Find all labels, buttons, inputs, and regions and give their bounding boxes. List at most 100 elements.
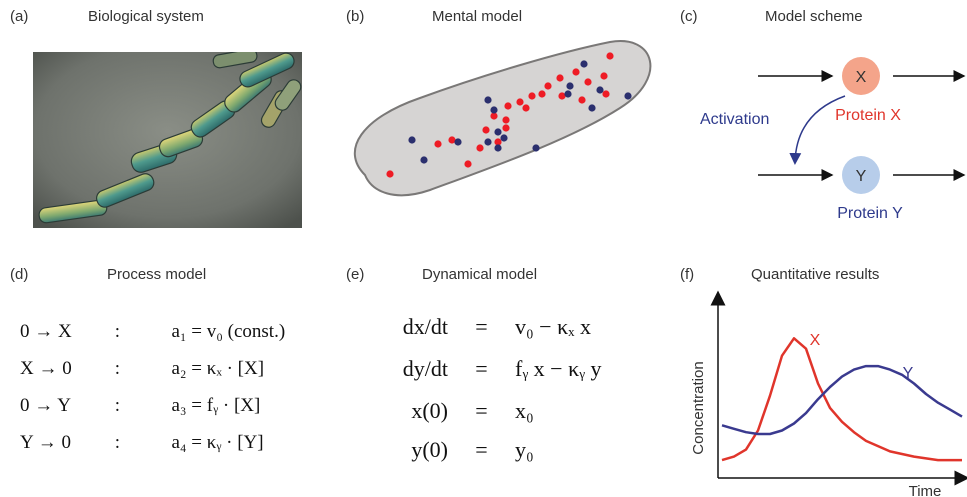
panel-d-title: Process model [107, 266, 207, 283]
equals: = [475, 398, 488, 423]
panel-c-label: (c) [680, 8, 698, 25]
reaction: X → 0 [20, 358, 72, 379]
panel-a-title: Biological system [88, 8, 204, 25]
activation-label: Activation [700, 111, 769, 128]
series-line-x [721, 337, 962, 462]
panel-b-label: (b) [346, 8, 365, 25]
process-row: 0 → Y : a₃ = fᵧ · [X] [20, 395, 260, 417]
rate-law: a₁ = v₀ (const.) [171, 321, 286, 342]
protein-x-dot [602, 90, 610, 98]
activation-arrow [789, 95, 846, 165]
process-row: 0 → X : a₁ = v₀ (const.) [20, 321, 285, 343]
equation-lhs: dy/dt [402, 356, 448, 381]
protein-y-dot [500, 134, 508, 142]
protein-x-dot [516, 98, 524, 106]
equation-rhs: x₀ [515, 398, 534, 423]
protein-y-dot [564, 90, 572, 98]
protein-x-dot [434, 140, 442, 148]
node-y-label: Y [856, 168, 867, 185]
equals: = [475, 314, 488, 339]
node-x-label: X [856, 69, 867, 86]
protein-x-label: Protein X [835, 107, 901, 124]
protein-y-dot [588, 104, 596, 112]
protein-x-dot [494, 138, 502, 146]
protein-x-dot [502, 116, 510, 124]
equation-lhs: x(0) [411, 398, 448, 423]
protein-x-dot [448, 136, 456, 144]
protein-x-dot [556, 74, 564, 82]
protein-x-dot [558, 92, 566, 100]
process-row: X → 0 : a₂ = κₓ · [X] [20, 358, 264, 380]
protein-x-dot [464, 160, 472, 168]
protein-x-dot [600, 72, 608, 80]
protein-y-label: Protein Y [837, 205, 903, 222]
protein-y-dot [454, 138, 462, 146]
series-label-y: Y [903, 365, 914, 382]
protein-y-dot [484, 96, 492, 104]
separator: : [114, 321, 121, 342]
separator: : [114, 432, 121, 453]
separator: : [114, 358, 121, 379]
series-line-y [721, 364, 963, 436]
protein-x-dot [502, 124, 510, 132]
protein-y-dot [408, 136, 416, 144]
reaction: Y → 0 [20, 432, 72, 453]
protein-y-dot [624, 92, 632, 100]
node-x-circle [842, 57, 880, 95]
protein-y-dot [490, 106, 498, 114]
protein-y-dot [580, 60, 588, 68]
protein-x-dot [490, 112, 498, 120]
equation-lhs: dx/dt [402, 314, 448, 339]
node-y-circle [842, 156, 880, 194]
panel-d-label: (d) [10, 266, 29, 283]
protein-y-dot [494, 144, 502, 152]
equation-lhs: y(0) [411, 437, 448, 462]
separator: : [114, 395, 121, 416]
equation-rhs: v₀ − κₓ x [515, 314, 592, 339]
panel-f-label: (f) [680, 266, 695, 283]
equation-row: y(0) = y₀ [358, 437, 534, 463]
y-axis-label: Concentration [690, 361, 707, 454]
series-label-x: X [810, 332, 821, 349]
rate-law: a₄ = κᵧ · [Y] [171, 432, 264, 453]
rate-law: a₃ = fᵧ · [X] [171, 395, 261, 416]
panel-f-title: Quantitative results [751, 266, 880, 283]
protein-x-dot [606, 52, 614, 60]
protein-y-dot [596, 86, 604, 94]
equation-rhs: y₀ [515, 437, 534, 462]
protein-y-dot [494, 128, 502, 136]
protein-x-dot [538, 90, 546, 98]
equals: = [475, 437, 488, 462]
equation-row: dy/dt = fᵧ x − κᵧ y [358, 356, 602, 382]
bacteria-micrograph [33, 52, 302, 228]
panel-e-title: Dynamical model [422, 266, 538, 283]
protein-x-dot [578, 96, 586, 104]
reaction: 0 → Y [20, 395, 72, 416]
panel-b-title: Mental model [432, 8, 523, 25]
equation-row: x(0) = x₀ [358, 398, 534, 424]
equation-row: dx/dt = v₀ − κₓ x [358, 314, 591, 340]
panel-a-label: (a) [10, 8, 29, 25]
protein-y-dot [420, 156, 428, 164]
protein-x-dot [482, 126, 490, 134]
protein-y-dot [484, 138, 492, 146]
protein-x-dot [584, 78, 592, 86]
cell-outline [353, 40, 652, 197]
panel-e-label: (e) [346, 266, 365, 283]
protein-x-dot [572, 68, 580, 76]
protein-x-dot [528, 92, 536, 100]
process-row: Y → 0 : a₄ = κᵧ · [Y] [20, 432, 264, 454]
protein-y-dot [566, 82, 574, 90]
protein-x-dot [522, 104, 530, 112]
equation-rhs: fᵧ x − κᵧ y [515, 356, 602, 381]
protein-x-dot [476, 144, 484, 152]
equals: = [475, 356, 488, 381]
protein-x-dot [544, 82, 552, 90]
x-axis-label: Time [909, 483, 942, 497]
protein-x-dot [386, 170, 394, 178]
reaction: 0 → X [20, 321, 72, 342]
panel-c-title: Model scheme [765, 8, 863, 25]
